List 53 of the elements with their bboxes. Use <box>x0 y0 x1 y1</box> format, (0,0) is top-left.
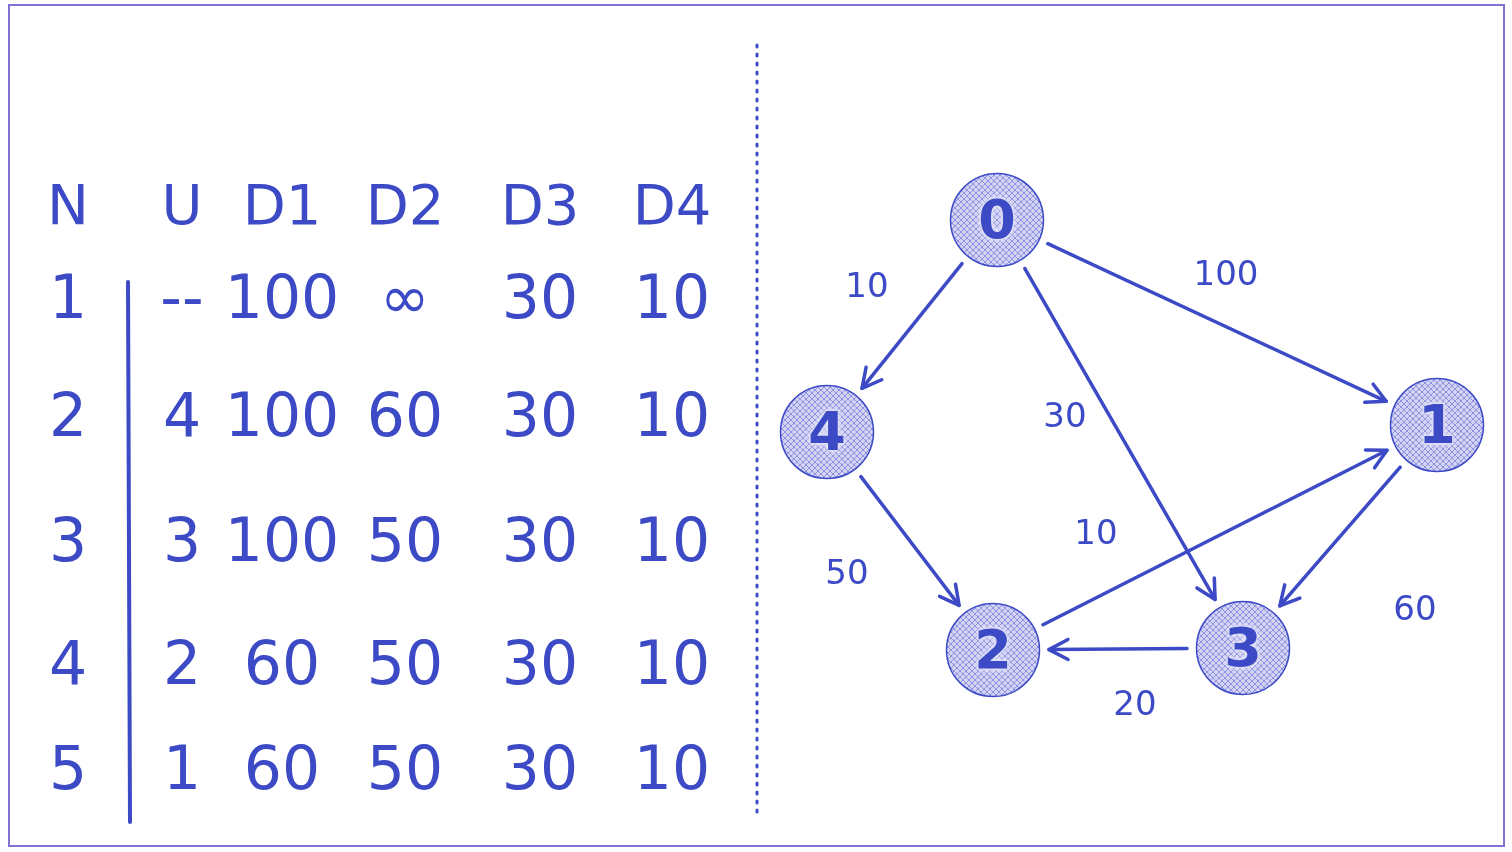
visited-vertex: -- <box>160 267 204 327</box>
visited-vertex: 4 <box>162 385 202 445</box>
distance-value: 50 <box>366 633 444 693</box>
arrow <box>1046 241 1388 405</box>
distance-value: 100 <box>224 510 340 570</box>
distance-value: 10 <box>633 385 711 445</box>
arrow <box>859 474 961 608</box>
step-number: 1 <box>48 267 88 327</box>
step-number: 2 <box>48 385 88 445</box>
distance-value: 50 <box>366 738 444 798</box>
vertex-number: 4 <box>808 405 846 459</box>
distance-value: ∞ <box>380 267 430 327</box>
distance-value: 100 <box>224 385 340 445</box>
distance-value: 30 <box>501 633 579 693</box>
vertex-number: 0 <box>978 193 1016 247</box>
arrow <box>1023 266 1217 602</box>
step-number: 3 <box>48 510 88 570</box>
distance-value: 60 <box>366 385 444 445</box>
distance-value: 30 <box>501 510 579 570</box>
distance-value: 60 <box>243 738 321 798</box>
vertex-circle <box>779 384 875 480</box>
column-header: U <box>161 177 203 233</box>
arrow <box>1278 465 1402 608</box>
column-header: D2 <box>365 177 445 233</box>
arrow <box>1041 448 1389 627</box>
vertex-circle <box>945 602 1041 698</box>
step-number: 4 <box>48 633 88 693</box>
distance-value: 100 <box>224 267 340 327</box>
column-header: N <box>47 177 89 233</box>
vertex-number: 1 <box>1418 398 1456 452</box>
vertex-circle <box>949 172 1045 268</box>
visited-vertex: 3 <box>162 510 202 570</box>
distance-value: 30 <box>501 267 579 327</box>
column-header: D3 <box>500 177 580 233</box>
distance-value: 10 <box>633 510 711 570</box>
vertex-number: 2 <box>974 623 1012 677</box>
distance-value: 10 <box>633 633 711 693</box>
arrow <box>860 261 964 391</box>
distance-value: 60 <box>243 633 321 693</box>
vertex-circle <box>1389 377 1485 473</box>
column-header: D1 <box>242 177 322 233</box>
distance-value: 30 <box>501 385 579 445</box>
distance-value: 50 <box>366 510 444 570</box>
distance-value: 10 <box>633 267 711 327</box>
arrow <box>1047 637 1189 662</box>
column-header: D4 <box>632 177 712 233</box>
step-number: 5 <box>48 738 88 798</box>
visited-vertex: 2 <box>162 633 202 693</box>
distance-value: 30 <box>501 738 579 798</box>
distance-value: 10 <box>633 738 711 798</box>
visited-vertex: 1 <box>162 738 202 798</box>
vertex-circle <box>1195 600 1291 696</box>
vertex-number: 3 <box>1224 621 1262 675</box>
